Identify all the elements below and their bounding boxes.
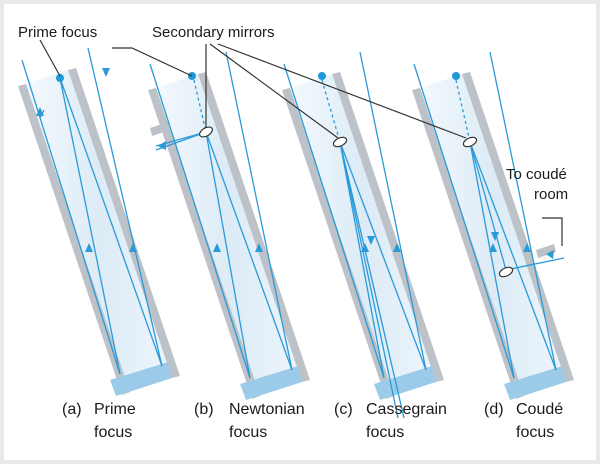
caption-d-name: Coudé [516, 401, 563, 418]
caption-b-letter: (b) [194, 401, 214, 418]
telescope-d-coude [412, 51, 574, 400]
focus-point-d [452, 72, 460, 80]
secondary-mirror-b [199, 126, 213, 138]
ray-a-2 [87, 47, 163, 367]
caption-a-letter: (a) [62, 401, 82, 418]
coude-room-label-line2: room [534, 186, 568, 203]
tube-a-interior [26, 70, 172, 392]
secondary-mirror-d1 [462, 136, 478, 148]
caption-c-letter: (c) [334, 401, 353, 418]
newtonian-eyepiece-port [150, 122, 170, 136]
caption-b-name: Newtonian [229, 401, 305, 418]
secondary-mirror-d2 [498, 266, 514, 278]
telescope-a-prime [18, 47, 180, 396]
leader-lines [39, 39, 563, 246]
tube-a-right-wall [68, 68, 180, 378]
caption-c-sub: focus [366, 424, 404, 441]
caption-c-name: Cassegrain [366, 401, 447, 418]
caption-a-name: Prime [94, 401, 136, 418]
coude-port [536, 244, 556, 258]
caption-a-sub: focus [94, 424, 132, 441]
focus-point-c [318, 72, 326, 80]
caption-d-letter: (d) [484, 401, 504, 418]
coude-room-label-line1: To coudé [506, 166, 567, 183]
caption-d-sub: focus [516, 424, 554, 441]
primary-mirror-a [110, 362, 172, 396]
telescope-b-newtonian [148, 51, 310, 400]
telescope-c-cassegrain [282, 51, 444, 419]
secondary-mirror-c [332, 136, 348, 148]
prime-focus-label: Prime focus [18, 24, 97, 41]
caption-b-sub: focus [229, 424, 267, 441]
secondary-mirrors-label: Secondary mirrors [152, 24, 275, 41]
prime-focus-point-a [56, 74, 64, 82]
